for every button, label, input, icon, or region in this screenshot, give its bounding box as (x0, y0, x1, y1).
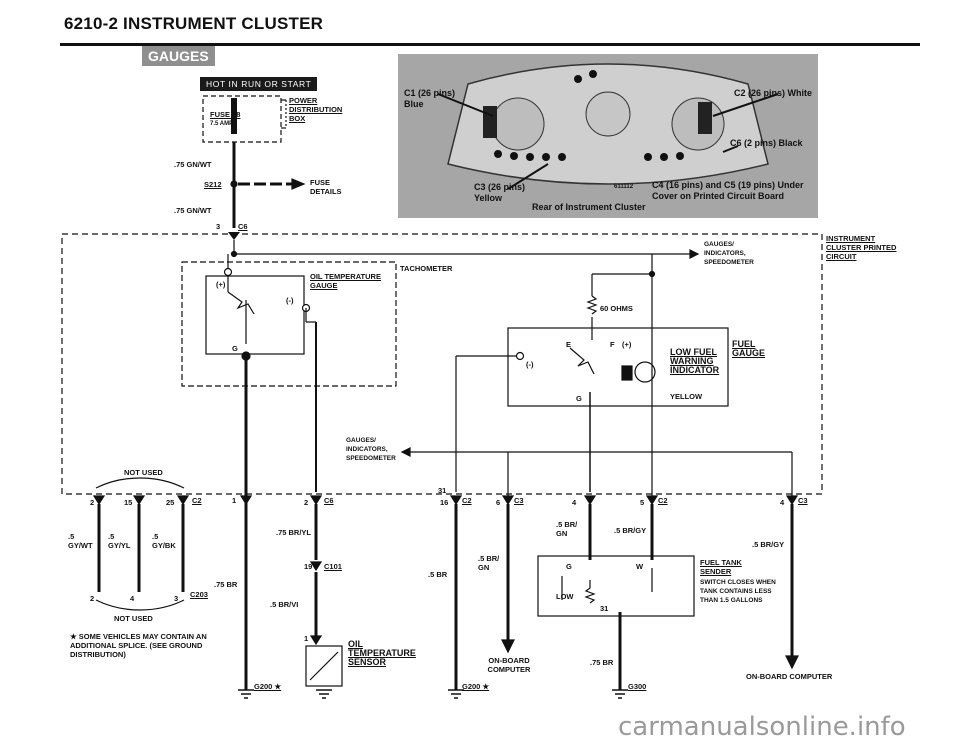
fuel-f-terminal: F (610, 340, 615, 349)
resistor-60-ohms: 60 OHMS (600, 304, 633, 313)
pin-19: 19 (304, 562, 313, 571)
indicator-color: YELLOW (670, 392, 703, 401)
c203-pin-3: 3 (174, 594, 179, 603)
plus-terminal: (+) (216, 280, 226, 289)
pin-25-c2: 25 (166, 498, 175, 507)
photo-caption: Rear of Instrument Cluster (532, 202, 646, 212)
ground-g300: G300 (628, 682, 647, 691)
gauges-indicators-mid: GAUGES/ INDICATORS, SPEEDOMETER (346, 437, 396, 462)
instrument-cluster-label: INSTRUMENT CLUSTER PRINTED CIRCUIT (826, 234, 897, 261)
pin-1-sensor: 1 (304, 634, 309, 643)
pin-1-c6: 1 (232, 496, 237, 505)
wire-75-br-right: .75 BR (590, 658, 614, 667)
c203-pin-2: 2 (90, 594, 95, 603)
ground-splice-note: ★ SOME VEHICLES MAY CONTAIN AN ADDITIONA… (70, 632, 207, 659)
connector-c2-left: C2 (192, 496, 202, 505)
connector-c2-mid: C2 (462, 496, 472, 505)
pin-4-c3: 4 (780, 498, 785, 507)
tachometer-label: TACHOMETER (400, 264, 453, 273)
photo-code: 611112 (614, 184, 634, 190)
pin-6-c3: 6 (496, 498, 501, 507)
wire-gy-bk: .5 GY/BK (152, 532, 176, 550)
tank-low-label: LOW (556, 592, 574, 601)
connector-c6-top: C6 (238, 222, 248, 231)
wire-gy-wt: .5 GY/WT (68, 532, 93, 550)
tank-31-terminal: 31 (600, 604, 609, 613)
wire-75-br-left: .75 BR (214, 580, 238, 589)
oil-g-terminal: G (232, 344, 238, 353)
tank-w-terminal: W (636, 562, 644, 571)
wire-br-gy-mid: .5 BR/GY (614, 526, 647, 535)
low-fuel-warning-label: LOW FUEL WARNING INDICATOR (670, 347, 720, 375)
connector-c2-right: C2 (658, 496, 668, 505)
connector-c101: C101 (324, 562, 342, 571)
cluster-rear-illustration (398, 54, 818, 218)
oil-temp-gauge-label: OIL TEMPERATURE GAUGE (310, 272, 381, 290)
fuse-label: FUSE 18 (210, 110, 241, 119)
gauges-indicators-top: GAUGES/ INDICATORS, SPEEDOMETER (704, 241, 754, 266)
pin-3-label: 3 (216, 222, 221, 231)
splice-s212: S212 (204, 180, 222, 189)
tank-g-terminal: G (566, 562, 572, 571)
photo-label-c3: C3 (26 pins) Yellow (474, 182, 526, 203)
wire-gn-wt-top: .75 GN/WT (174, 160, 212, 169)
fuel-gauge-label: FUEL GAUGE (732, 339, 766, 358)
fuel-g-terminal: G (576, 394, 582, 403)
section-tag: GAUGES (142, 46, 215, 66)
minus-terminal: (-) (286, 296, 294, 305)
wire-br-gy-right: .5 BR/GY (752, 540, 785, 549)
connector-c3-mid: C3 (514, 496, 524, 505)
fuse-details-label: FUSE DETAILS (310, 178, 342, 196)
photo-label-c2: C2 (26 pins) White (733, 88, 812, 98)
pin-2-c2: 2 (90, 498, 95, 507)
ground-symbols (238, 689, 628, 699)
pin-15-c2: 15 (124, 498, 133, 507)
pin-5-c2: 5 (640, 498, 645, 507)
pin-2-c6: 2 (304, 498, 309, 507)
fuel-minus-terminal: (-) (526, 360, 534, 369)
wire-br-gn-mid: .5 BR/ GN (478, 554, 500, 572)
pin-4-left: 4 (572, 498, 577, 507)
photo-label-c6: C6 (2 pins) Black (730, 138, 803, 148)
pin-31: 31 (438, 486, 447, 495)
wire-gy-yl: .5 GY/YL (108, 532, 131, 550)
oil-temp-sensor-label: OIL TEMPERATURE SENSOR (348, 639, 416, 667)
not-used-bottom: NOT USED (114, 614, 153, 623)
tank-switch-note: SWITCH CLOSES WHEN TANK CONTAINS LESS TH… (700, 579, 776, 604)
power-box-label: POWER DISTRIBUTION BOX (289, 96, 343, 123)
wire-5-br: .5 BR (428, 570, 448, 579)
pin-16-c2: 16 (440, 498, 449, 507)
wire-br-yl: .75 BR/YL (276, 528, 312, 537)
ground-g200-right: G200 ★ (462, 682, 490, 691)
fuel-e-terminal: E (566, 340, 572, 349)
fuel-tank-sender-label: FUEL TANK SENDER (700, 558, 742, 576)
onboard-computer-left: ON-BOARD COMPUTER (487, 656, 531, 674)
wire-br-vi: .5 BR/VI (270, 600, 299, 609)
cluster-rear-photo: C1 (26 pins) Blue C2 (26 pins) White C6 … (398, 54, 818, 218)
photo-label-c1: C1 (26 pins) Blue (404, 88, 456, 109)
connector-c203: C203 (190, 590, 208, 599)
fuel-plus-terminal: (+) (622, 340, 632, 349)
photo-label-c4-c5: C4 (16 pins) and C5 (19 pins) Under Cove… (652, 180, 804, 201)
onboard-computer-right: ON-BOARD COMPUTER (746, 672, 833, 681)
watermark: carmanualsonline.info (618, 712, 906, 742)
wire-gn-wt-bottom: .75 GN/WT (174, 206, 212, 215)
hot-in-run-tag: HOT IN RUN OR START (200, 77, 318, 91)
title-rule (60, 43, 920, 46)
connector-c3-right: C3 (798, 496, 808, 505)
wire-br-gn-right: .5 BR/ GN (556, 520, 578, 538)
ground-g200-left: G200 ★ (254, 682, 282, 691)
c203-pin-4: 4 (130, 594, 135, 603)
fuse-amp-label: 7.5 AMP (210, 121, 234, 127)
connector-c6-bottom: C6 (324, 496, 334, 505)
not-used-top: NOT USED (124, 468, 163, 477)
page-title: 6210-2 INSTRUMENT CLUSTER (64, 14, 324, 33)
